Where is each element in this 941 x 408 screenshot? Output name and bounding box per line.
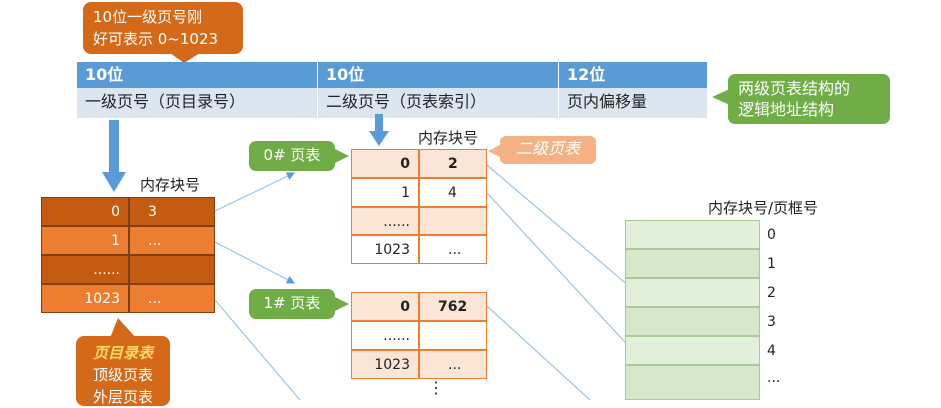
t1-row-2-value: ... xyxy=(419,350,487,379)
memory-number-5: ... xyxy=(767,370,781,386)
callout-logical-address-structure: 两级页表结构的 逻辑地址结构 xyxy=(728,74,890,124)
callout-outer-title: 页目录表 xyxy=(92,344,153,362)
second-level-page-table-label: 二级页表 xyxy=(500,136,596,164)
arrow-down-outer xyxy=(102,120,126,192)
page-table-0: 0 2 1 4 ...... 1023 ... xyxy=(351,149,487,264)
address-field-offset: 页内偏移量 xyxy=(559,88,707,118)
outer-row-1-index: 1 xyxy=(41,226,129,255)
t0-row-1-index: 1 xyxy=(351,178,419,207)
outer-row-0-value: 3 xyxy=(129,197,215,226)
t0-row-3-index: 1023 xyxy=(351,235,419,264)
t0-row-3-value: ... xyxy=(419,235,487,264)
memory-block-5 xyxy=(625,365,760,400)
outer-row-3-value: ... xyxy=(129,284,215,313)
memory-number-0: 0 xyxy=(767,227,776,243)
table0-label-tail xyxy=(333,148,349,164)
outer-table-header: 内存块号 xyxy=(140,176,201,194)
page-table-1: 0 762 ...... 1023 ... xyxy=(351,292,487,379)
memory-number-2: 2 xyxy=(767,285,776,301)
memory-block-2 xyxy=(625,278,760,307)
address-header-1: 10位 xyxy=(77,62,318,88)
memory-number-3: 3 xyxy=(767,314,776,330)
address-field-outer-page: 一级页号（页目录号） xyxy=(77,88,318,118)
t1-row-0-index: 0 xyxy=(351,292,419,321)
callout-outer-line3: 外层页表 xyxy=(92,388,153,406)
table0-label: 0# 页表 xyxy=(249,141,335,171)
logical-address: 10位 10位 12位 一级页号（页目录号） 二级页号（页表索引） 页内偏移量 xyxy=(77,62,707,118)
callout-outer-line2: 顶级页表 xyxy=(92,366,153,384)
outer-row-0-index: 0 xyxy=(41,197,129,226)
t0-row-1-value: 4 xyxy=(419,178,487,207)
t0-row-2-index: ...... xyxy=(351,207,419,235)
t0-row-0-value: 2 xyxy=(419,149,487,178)
callout-top-tail xyxy=(170,53,200,63)
callout-top: 10位一级页号刚 好可表示 0~1023 xyxy=(83,2,243,54)
outer-page-table: 0 3 1 ... ...... 1023 ... xyxy=(41,197,215,313)
second-level-label-tail xyxy=(488,144,502,158)
table1-continuation: ⋮ xyxy=(428,378,444,397)
memory-column xyxy=(625,220,760,400)
t1-row-2-index: 1023 xyxy=(351,350,419,379)
callout-right-tail xyxy=(712,88,732,106)
table1-label-tail xyxy=(333,296,349,312)
table0-header: 内存块号 xyxy=(418,129,479,147)
outer-row-2-value xyxy=(129,255,215,284)
outer-row-3-index: 1023 xyxy=(41,284,129,313)
outer-row-2-index: ...... xyxy=(41,255,129,284)
memory-header: 内存块号/页框号 xyxy=(708,199,819,217)
t1-row-0-value: 762 xyxy=(419,292,487,321)
memory-block-1 xyxy=(625,249,760,278)
address-header-3: 12位 xyxy=(559,62,707,88)
t1-row-1-value xyxy=(419,321,487,350)
address-field-inner-page: 二级页号（页表索引） xyxy=(318,88,559,118)
memory-number-4: 4 xyxy=(767,343,776,359)
callout-page-directory: 页目录表 顶级页表 外层页表 xyxy=(76,336,170,406)
callout-outer-tail xyxy=(110,318,136,338)
t0-row-0-index: 0 xyxy=(351,149,419,178)
arrow-down-inner xyxy=(369,114,389,146)
t1-row-1-index: ...... xyxy=(351,321,419,350)
memory-block-3 xyxy=(625,307,760,336)
outer-row-1-value: ... xyxy=(129,226,215,255)
t0-row-2-value xyxy=(419,207,487,235)
address-header-2: 10位 xyxy=(318,62,559,88)
memory-block-4 xyxy=(625,336,760,365)
memory-block-0 xyxy=(625,220,760,249)
memory-number-1: 1 xyxy=(767,256,776,272)
table1-label: 1# 页表 xyxy=(249,289,335,319)
